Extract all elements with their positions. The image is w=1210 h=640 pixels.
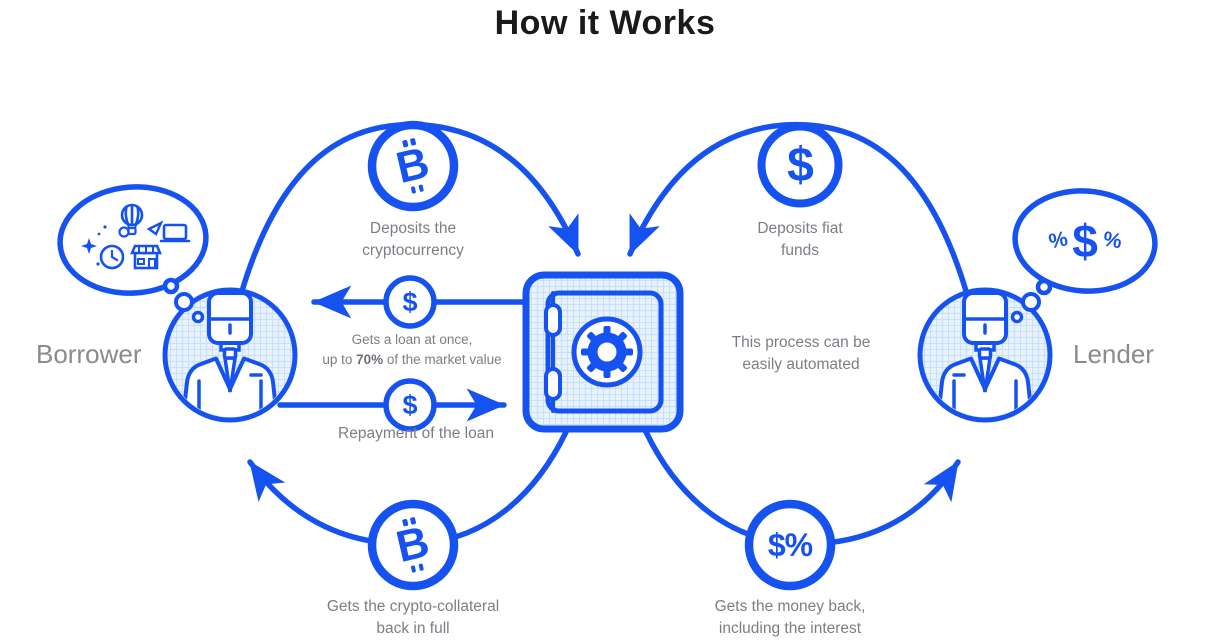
- caption-deposit-crypto: Deposits the cryptocurrency: [362, 220, 464, 259]
- vault-dial-gear: [581, 326, 633, 378]
- paper-plane-icon: [146, 220, 164, 236]
- repayment-dollar-icon: $: [402, 389, 418, 420]
- borrower-avatar-icon: [165, 290, 295, 420]
- vault-hinge-bottom: [544, 367, 562, 401]
- lender-thought-symbols: % $ %: [1005, 208, 1165, 274]
- shop-icon: [130, 244, 162, 270]
- borrower-thought-bubble: [57, 184, 209, 296]
- dollar-icon: $: [787, 138, 814, 192]
- percent-icon: %: [1046, 227, 1070, 254]
- small-bubble-dot: [118, 226, 130, 238]
- balloon-icon: [120, 203, 144, 236]
- caption-automated: This process can be easily automated: [731, 334, 871, 373]
- lender-label: Lender: [1073, 339, 1154, 369]
- dollar-icon-ring-repayment: [383, 378, 437, 432]
- borrower-dream-icons: [81, 203, 191, 270]
- caption-collateral-back: Gets the crypto-collateral back in full: [326, 598, 500, 637]
- dollar-icon-ring-loan: [383, 275, 437, 329]
- caption-loan: Gets a loan at once, up to 70% of the ma…: [322, 332, 502, 367]
- sparkle-icon: [81, 238, 97, 254]
- bitcoin-icon-ring-bottom: [367, 499, 459, 591]
- lender-thought-bubble: [1012, 188, 1158, 296]
- lender-avatar-icon: [920, 290, 1050, 420]
- vault-hinge-top: [544, 303, 562, 337]
- dollar-icon-ring-top: [757, 122, 843, 208]
- loan-dollar-icon: $: [402, 286, 418, 317]
- dollar-percent-icon-ring: [744, 499, 836, 591]
- clock-icon: [99, 244, 125, 270]
- percent-icon: %: [1101, 227, 1124, 254]
- laptop-icon: [159, 223, 191, 243]
- bitcoin-icon-bottom: B: [391, 516, 434, 573]
- dollar-percent-icon: $%: [767, 527, 813, 563]
- bitcoin-icon: B: [391, 137, 434, 194]
- borrower-label: Borrower: [36, 339, 142, 369]
- page-title: How it Works: [494, 4, 716, 42]
- caption-deposit-fiat: Deposits fiat funds: [757, 220, 843, 259]
- bitcoin-icon-ring-top: [367, 120, 459, 212]
- vault-icon: [522, 271, 684, 433]
- caption-repayment: Repayment of the loan: [338, 425, 494, 442]
- dollar-icon-thought: $: [1072, 215, 1098, 267]
- caption-money-back: Gets the money back, including the inter…: [714, 598, 866, 637]
